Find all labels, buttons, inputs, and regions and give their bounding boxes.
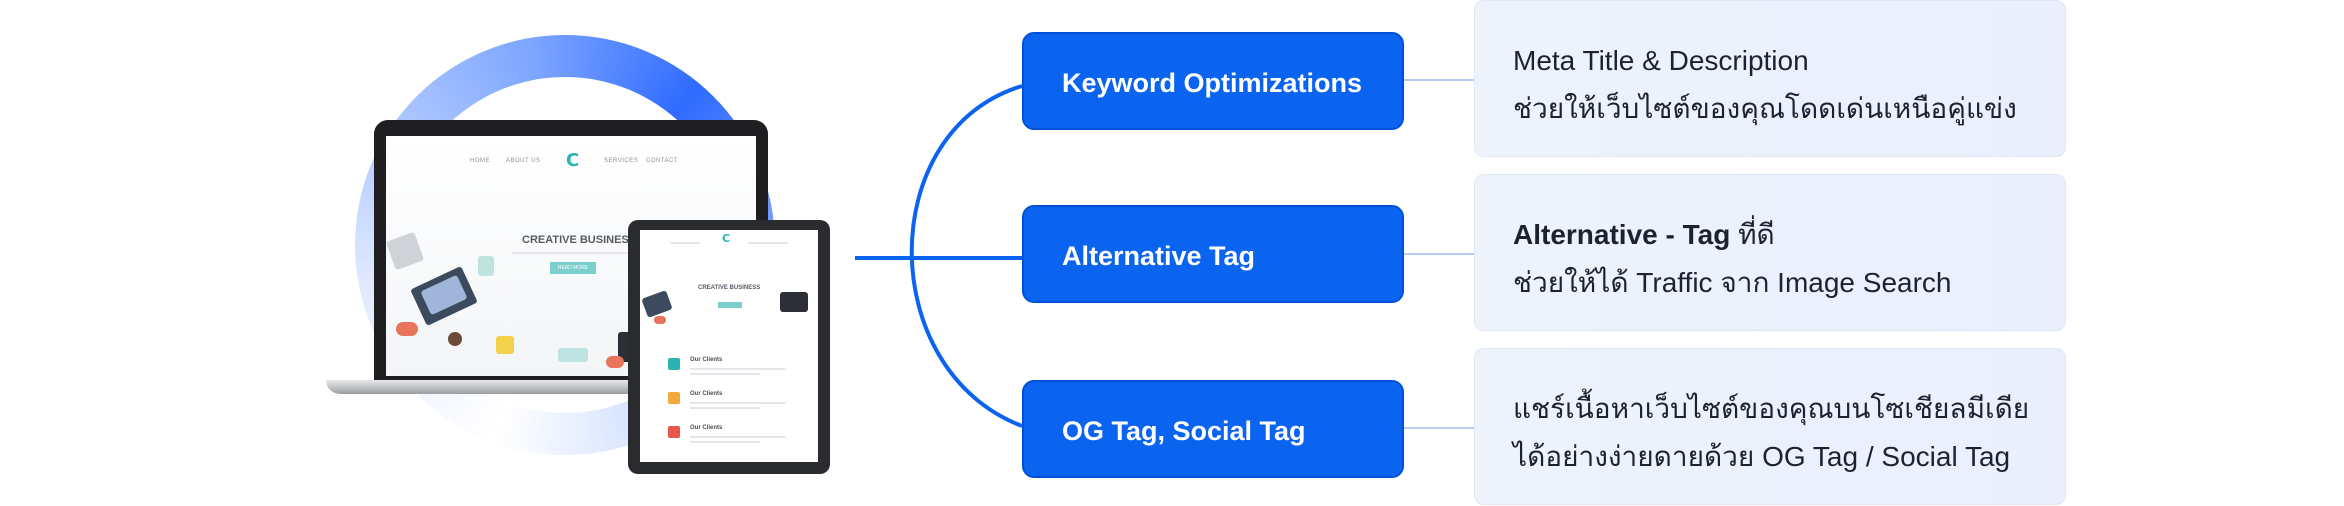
- laptop-hero-button: READ MORE: [550, 262, 596, 274]
- card-line-2: ได้อย่างง่ายดายด้วย OG Tag / Social Tag: [1513, 441, 2011, 472]
- bracket-curve: [909, 84, 1023, 428]
- card-line-1: Meta Title & Description: [1513, 45, 1809, 76]
- alternative-tag-card: Alternative - Tag ที่ดี ช่วยให้ได้ Traff…: [1474, 174, 2066, 331]
- keyword-optimizations-tag: Keyword Optimizations: [1022, 32, 1404, 130]
- client-icon: [668, 358, 680, 370]
- meta-description-card: Meta Title & Description ช่วยให้เว็บไซต์…: [1474, 0, 2066, 157]
- laptop-nav-services: SERVICES: [604, 158, 639, 164]
- alternative-tag: Alternative Tag: [1022, 205, 1404, 303]
- card-line-1-bold: Alternative - Tag: [1513, 219, 1731, 250]
- client-title: Our Clients: [690, 357, 723, 363]
- tablet-logo: C: [722, 232, 731, 245]
- tablet: C CREATIVE BUSINESS Our Clients Our Clie…: [628, 220, 830, 474]
- client-title: Our Clients: [690, 391, 723, 397]
- laptop-hero-title: CREATIVE BUSINESS: [522, 234, 637, 246]
- laptop-logo: C: [566, 150, 580, 171]
- card-line-2: ช่วยให้ได้ Traffic จาก Image Search: [1513, 267, 1952, 298]
- laptop-nav-home: HOME: [470, 158, 490, 164]
- card-line-1: แชร์เนื้อหาเว็บไซต์ของคุณบนโซเชียลมีเดีย: [1513, 393, 2030, 424]
- sticky-note-icon: [496, 336, 514, 354]
- card-line-1: Alternative - Tag ที่ดี: [1513, 211, 2065, 259]
- laptop-nav-contact: CONTACT: [646, 158, 679, 164]
- og-social-tag-card: แชร์เนื้อหาเว็บไซต์ของคุณบนโซเชียลมีเดีย…: [1474, 348, 2066, 505]
- client-icon: [668, 426, 680, 438]
- laptop-nav-about: ABOUT US: [506, 158, 541, 164]
- card-line-2: ช่วยให้เว็บไซต์ของคุณโดดเด่นเหนือคู่แข่ง: [1513, 93, 2017, 124]
- coffee-cup-icon: [448, 332, 462, 346]
- notepad-icon: [478, 256, 494, 276]
- hand-icon: [396, 322, 418, 336]
- client-icon: [668, 392, 680, 404]
- tablet-hero-title: CREATIVE BUSINESS: [698, 285, 761, 291]
- client-title: Our Clients: [690, 425, 723, 431]
- tablet-screen: C CREATIVE BUSINESS Our Clients Our Clie…: [640, 230, 818, 462]
- card-line-1-rest: ที่ดี: [1730, 219, 1775, 250]
- og-social-tag: OG Tag, Social Tag: [1022, 380, 1404, 478]
